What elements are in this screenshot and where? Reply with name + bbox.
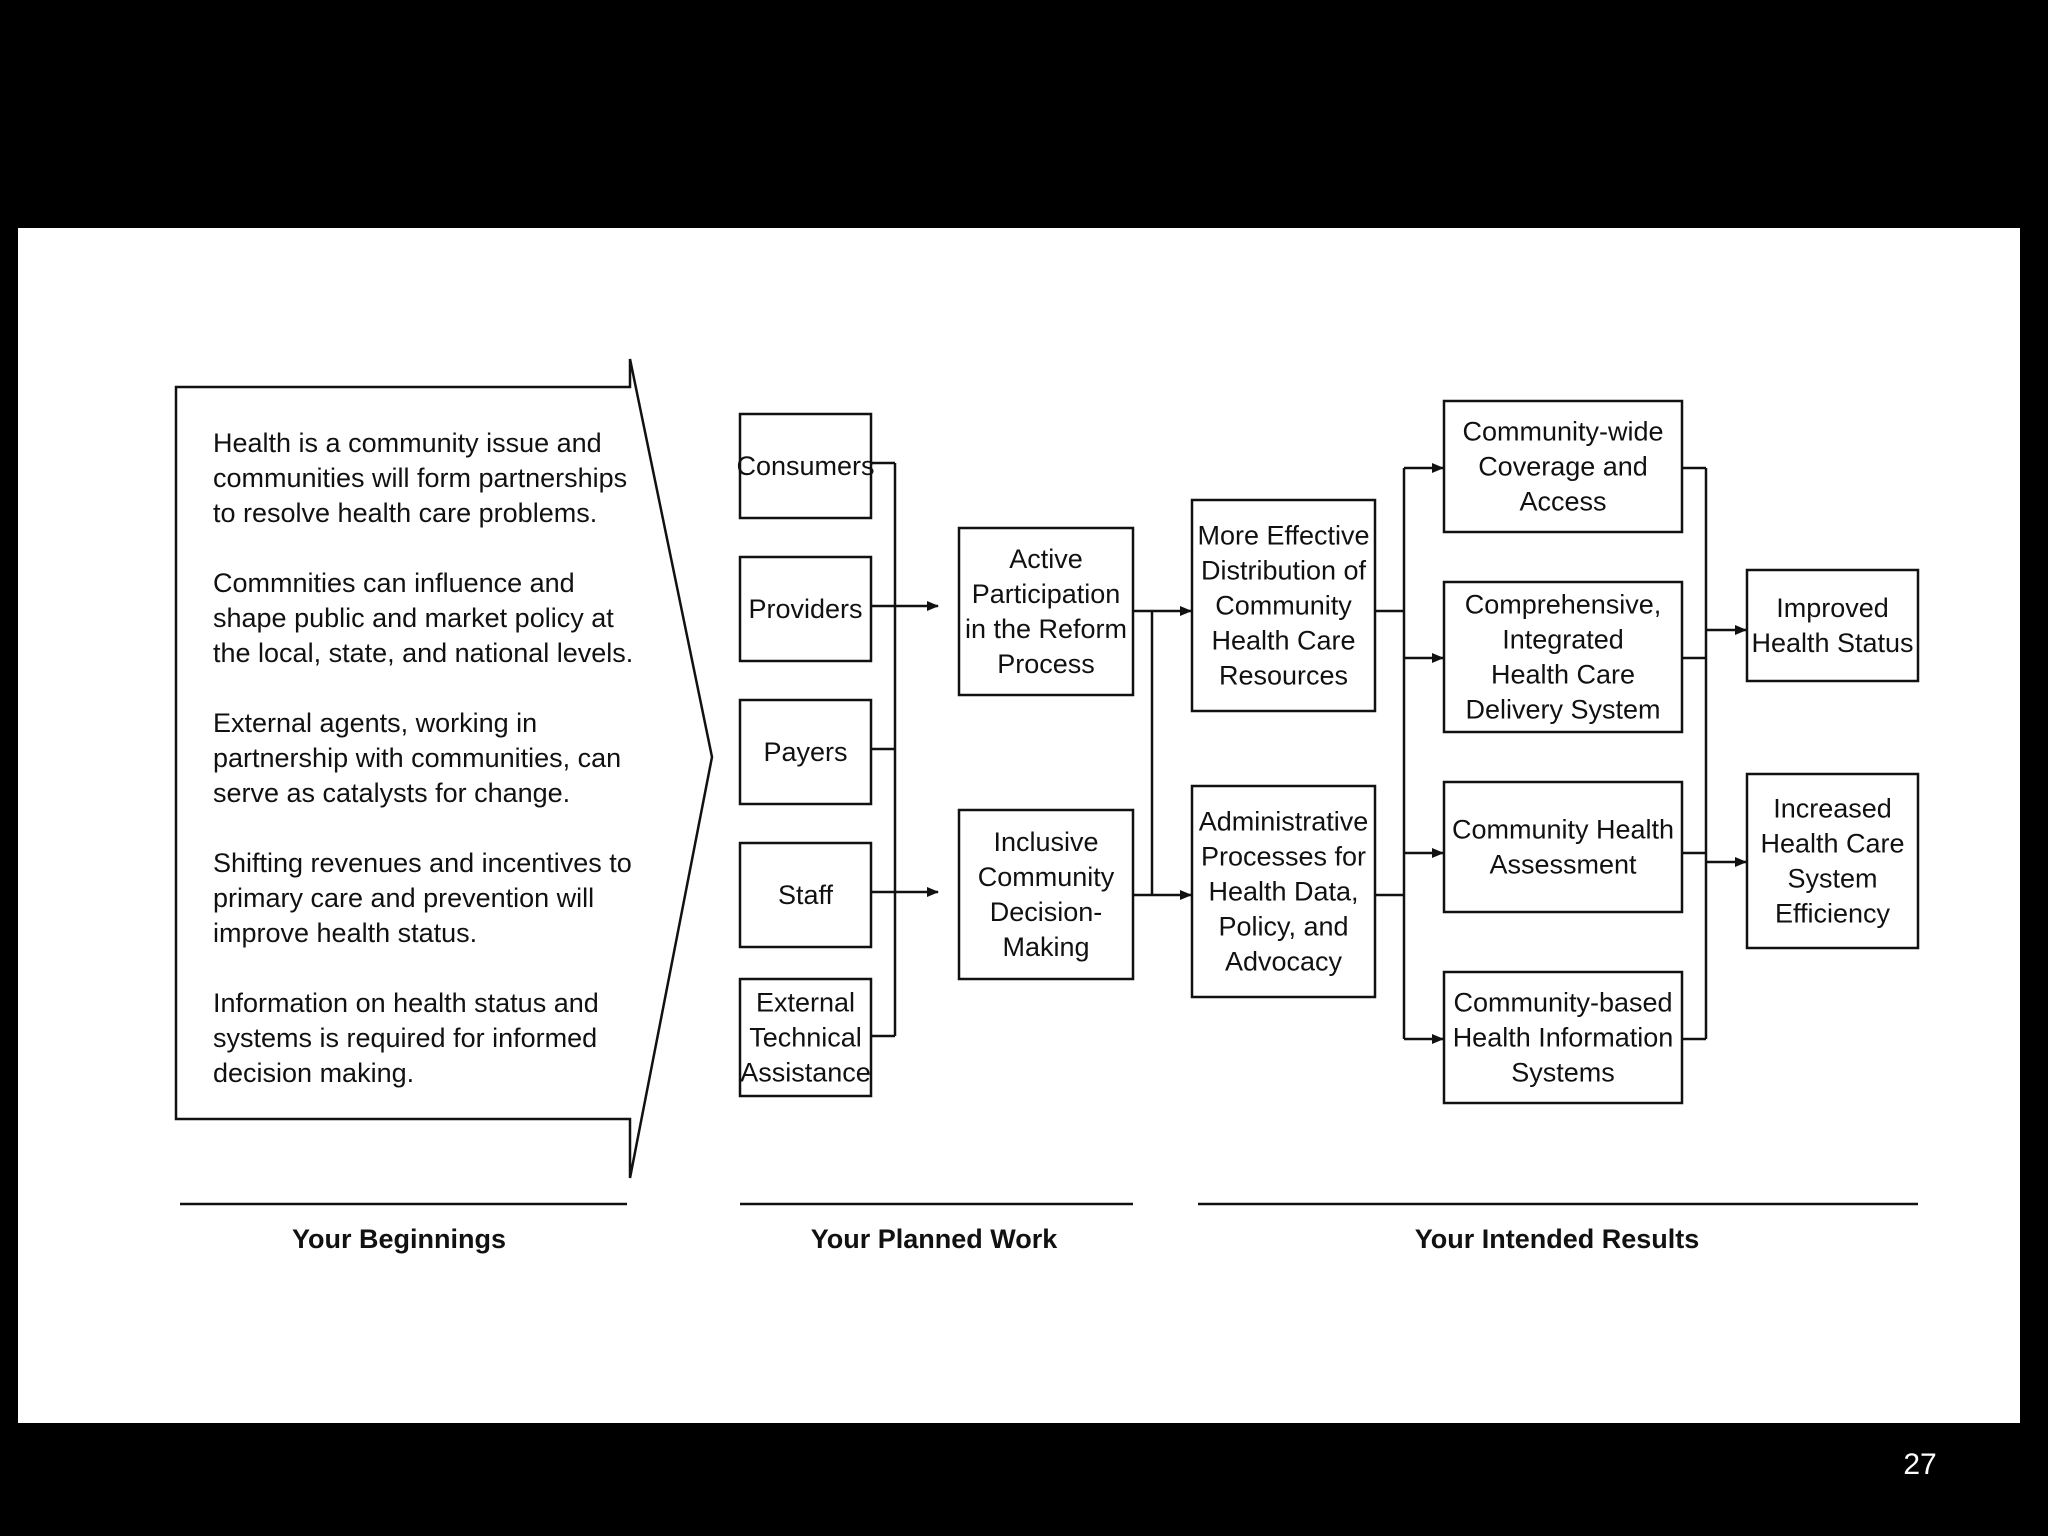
beginnings-line: Health is a community issue and	[213, 428, 602, 458]
node-label-line: Making	[1002, 932, 1089, 962]
node-label-line: Staff	[778, 880, 834, 910]
beginnings-line: improve health status.	[213, 918, 477, 948]
node-box	[1442, 399, 1684, 534]
beginnings-line: External agents, working in	[213, 708, 537, 738]
node-label-line: Assistance	[740, 1058, 871, 1088]
connectors	[871, 461, 1747, 1044]
node-label-line: in the Reform	[965, 614, 1127, 644]
node-box	[738, 841, 873, 949]
beginnings-line: the local, state, and national levels.	[213, 638, 633, 668]
node-label-line: Increased	[1773, 794, 1892, 824]
node-label-line: Policy, and	[1218, 912, 1348, 942]
beginnings-line: systems is required for informed	[213, 1023, 597, 1053]
node-label-line: More Effective	[1197, 521, 1369, 551]
node-box	[738, 698, 873, 806]
beginnings-text: Health is a community issue and communiti…	[213, 428, 633, 1088]
node-label-line: Systems	[1511, 1058, 1615, 1088]
node-box	[1745, 568, 1920, 683]
node-label-line: System	[1787, 864, 1877, 894]
node-label-line: Coverage and	[1478, 452, 1648, 482]
beginnings-line: primary care and prevention will	[213, 883, 594, 913]
logic-model-diagram: Health is a community issue and communiti…	[174, 358, 1920, 1254]
page-number: 27	[1903, 1448, 1937, 1481]
footer-label-intended-results: Your Intended Results	[1415, 1224, 1700, 1254]
node-staff: Staff	[738, 841, 873, 949]
slide-canvas: Health is a community issue and communiti…	[18, 228, 2020, 1423]
beginnings-line: serve as catalysts for change.	[213, 778, 570, 808]
node-box	[738, 977, 873, 1098]
footer-label-beginnings: Your Beginnings	[292, 1224, 506, 1254]
node-box	[738, 555, 873, 663]
node-label-line: Assessment	[1489, 850, 1637, 880]
node-box	[1745, 772, 1920, 950]
node-label-line: Payers	[763, 737, 847, 767]
node-label-line: Comprehensive,	[1465, 590, 1662, 620]
node-label-line: Processes for	[1201, 842, 1366, 872]
node-label-line: Health Status	[1751, 628, 1913, 658]
node-box	[1442, 970, 1684, 1105]
beginnings-line: decision making.	[213, 1058, 414, 1088]
beginnings-line: shape public and market policy at	[213, 603, 614, 633]
node-label-line: Consumers	[736, 451, 874, 481]
node-box	[1442, 780, 1684, 914]
node-label-line: Distribution of	[1201, 556, 1367, 586]
node-label-line: Efficiency	[1775, 899, 1891, 929]
node-label-line: Community-wide	[1462, 417, 1663, 447]
node-label-line: Health Care	[1760, 829, 1904, 859]
node-label-line: Health Information	[1453, 1023, 1674, 1053]
node-label-line: Community	[1215, 591, 1352, 621]
node-providers: Providers	[738, 555, 873, 663]
node-label-line: Active	[1009, 544, 1083, 574]
beginnings-line: partnership with communities, can	[213, 743, 621, 773]
node-label-line: Decision-	[990, 897, 1103, 927]
node-label-line: Administrative	[1199, 807, 1369, 837]
node-label-line: Health Care	[1491, 660, 1635, 690]
node-payers: Payers	[738, 698, 873, 806]
node-box	[957, 808, 1135, 981]
node-consumers: Consumers	[736, 412, 875, 520]
beginnings-line: to resolve health care problems.	[213, 498, 597, 528]
node-label-line: Community-based	[1453, 988, 1672, 1018]
node-label-line: Resources	[1219, 661, 1348, 691]
beginnings-line: Commnities can influence and	[213, 568, 575, 598]
beginnings-line: Information on health status and	[213, 988, 599, 1018]
node-label-line: Process	[997, 649, 1095, 679]
node-label-line: Inclusive	[993, 827, 1098, 857]
node-label-line: Health Data,	[1208, 877, 1358, 907]
node-box	[738, 412, 873, 520]
node-label-line: Advocacy	[1225, 947, 1343, 977]
node-label-line: Participation	[972, 579, 1121, 609]
beginnings-arrow-shape	[174, 358, 714, 1179]
node-label-line: Health Care	[1211, 626, 1355, 656]
footer-label-planned-work: Your Planned Work	[811, 1224, 1059, 1254]
node-box	[1190, 784, 1377, 999]
node-box	[1190, 498, 1377, 713]
node-label-line: External	[756, 988, 855, 1018]
node-label-line: Providers	[748, 594, 862, 624]
node-label-line: Delivery System	[1465, 695, 1660, 725]
node-label-line: Community	[978, 862, 1115, 892]
node-label-line: Technical	[749, 1023, 862, 1053]
node-box	[1442, 580, 1684, 734]
beginnings-line: communities will form partnerships	[213, 463, 627, 493]
beginnings-line: Shifting revenues and incentives to	[213, 848, 632, 878]
node-label-line: Integrated	[1502, 625, 1624, 655]
node-label-line: Community Health	[1452, 815, 1674, 845]
node-label-line: Access	[1519, 487, 1606, 517]
node-label-line: Improved	[1776, 593, 1889, 623]
node-box	[957, 526, 1135, 697]
